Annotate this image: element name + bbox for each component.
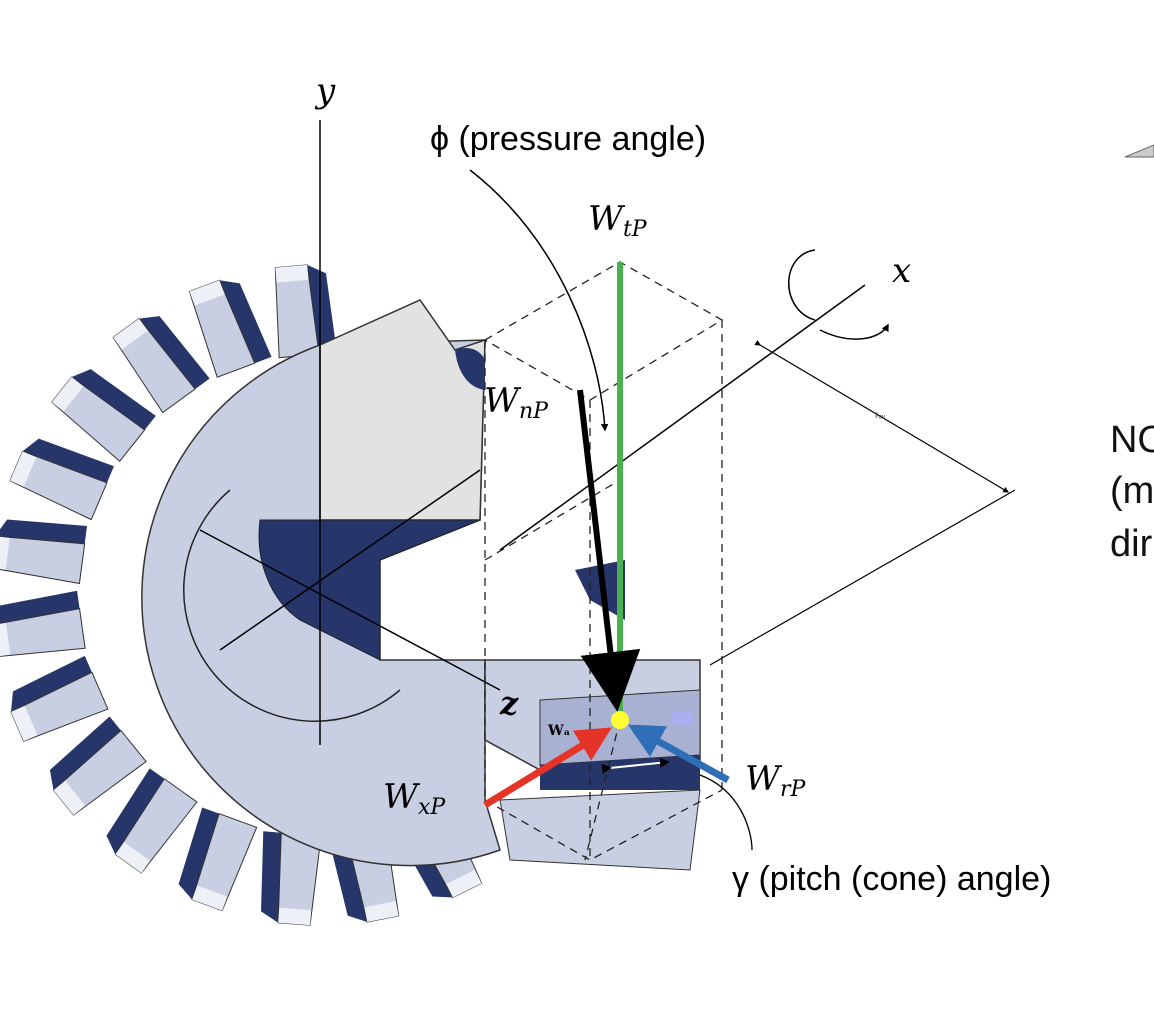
pressure-angle-leader: [469, 169, 609, 432]
pitch-angle-leader: [699, 774, 753, 851]
side-text-line-1: NO: [1110, 419, 1154, 461]
y-axis-label: y: [314, 71, 336, 111]
z-axis-line: [199, 529, 501, 691]
rotation-arrow-icon: [788, 249, 816, 321]
side-text-line-3: dir: [1110, 523, 1153, 565]
svg-text:rₐᵥ: rₐᵥ: [875, 410, 886, 421]
axial-force-arrow: [483, 727, 612, 808]
side-text-line-2: (m: [1110, 470, 1154, 512]
wnp-label: WnP: [484, 381, 549, 424]
wxp-label: WxP: [383, 777, 446, 820]
pitch-angle-label: γ (pitch (cone) angle): [732, 860, 1051, 898]
gear-tooth: [178, 807, 258, 912]
gear-tooth: [274, 264, 337, 359]
gear-tooth: [106, 768, 198, 874]
wrp-label: WrP: [745, 759, 806, 802]
gear-tooth: [9, 438, 114, 521]
x-axis-label: x: [892, 251, 911, 291]
x-axis-line: [499, 284, 866, 551]
gear-tooth: [10, 655, 109, 742]
gear-tooth: [188, 279, 272, 378]
cropped-shape: [1124, 144, 1154, 158]
gear-tooth: [0, 590, 86, 658]
gear-tooth: [0, 519, 88, 585]
gear-teeth: [0, 264, 483, 926]
z-axis-label: z: [499, 684, 519, 722]
pitch-radius-dimension: rₐᵥ: [709, 339, 1016, 666]
gear-tooth: [49, 716, 147, 816]
wtp-label: WtP: [588, 199, 648, 242]
gear-tooth: [112, 316, 210, 414]
pressure-angle-label: ϕ (pressure angle): [430, 120, 706, 158]
gear-body: Wₐ: [141, 299, 701, 871]
pitch-point: [611, 711, 629, 729]
inner-force-label: Wₐ: [547, 723, 570, 739]
force-box: [483, 261, 724, 861]
normal-force-arrow: [577, 389, 641, 712]
radial-force-arrow: [627, 724, 730, 784]
gear-tooth: [51, 369, 156, 462]
